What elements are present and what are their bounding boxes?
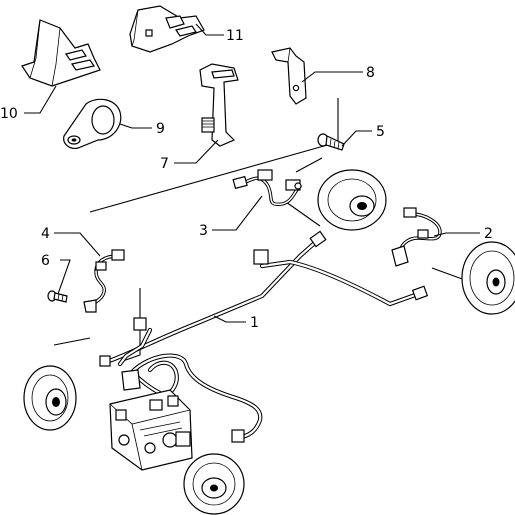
brake-disc-rear-right: [461, 241, 515, 315]
clamp-9: [63, 98, 122, 149]
leader-8: [301, 71, 363, 83]
leader-11: [195, 23, 224, 36]
leader-10: [24, 85, 57, 114]
wheel-sensor-4: [83, 249, 125, 313]
leader-4: [54, 232, 101, 257]
callout-4: 4: [41, 226, 50, 242]
callout-11: 11: [226, 28, 244, 44]
left-separator-stub: [53, 337, 91, 346]
bracket-11: [129, 5, 205, 53]
leader-9: [119, 123, 152, 129]
callout-10: 10: [0, 106, 18, 122]
wheel-sensor-separator-b: [285, 201, 321, 227]
screw-5: [317, 133, 345, 151]
callout-2: 2: [484, 226, 493, 242]
callout-5: 5: [376, 124, 385, 140]
callout-6: 6: [41, 253, 50, 269]
rear-sensor-separator: [431, 267, 466, 281]
wheel-sensor-separator-a: [295, 157, 323, 173]
brake-disc-front-left: [23, 365, 77, 431]
brake-disc-rear-left: [183, 453, 245, 515]
wheel-sensor-2: [391, 207, 442, 267]
callout-7: 7: [160, 156, 169, 172]
leader-lines: [24, 23, 480, 323]
screw-6: [47, 290, 68, 303]
separator-lines: [53, 98, 466, 363]
abs-hydraulic-unit: [109, 389, 193, 471]
bracket-10: [21, 19, 101, 87]
callout-labels: 11 8 10 9 7 5 3 2 4 6 1: [0, 28, 493, 331]
left-separator-line: [119, 288, 141, 363]
leader-6: [57, 259, 71, 295]
callout-1: 1: [250, 315, 259, 331]
leader-3: [212, 195, 263, 231]
bracket-7: [199, 63, 239, 147]
bracket-8: [271, 47, 307, 105]
callout-3: 3: [199, 223, 208, 239]
callout-9: 9: [156, 121, 165, 137]
leader-2: [433, 232, 480, 237]
wheel-sensor-3: [232, 169, 302, 206]
callout-8: 8: [366, 65, 375, 81]
brake-disc-front-right: [317, 169, 387, 231]
leader-5: [341, 130, 372, 147]
leader-1: [213, 315, 246, 323]
leader-7: [174, 139, 219, 164]
